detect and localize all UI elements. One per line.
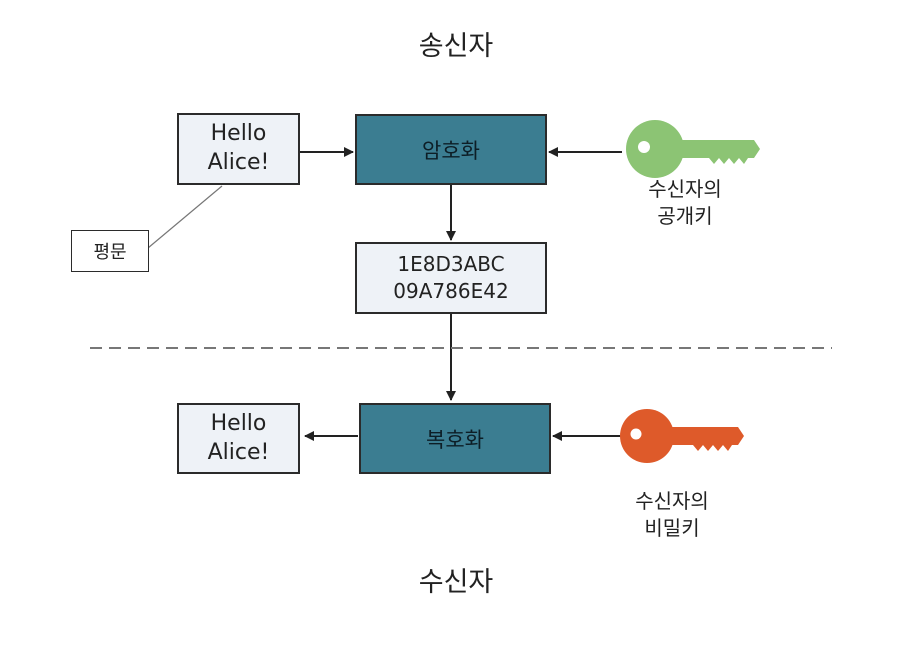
receiver-title: 수신자: [418, 567, 494, 598]
key-icon-private: [620, 409, 744, 463]
decrypt-box: 복호화: [359, 403, 551, 474]
plaintext-callout: 평문: [71, 230, 149, 272]
public-key-caption: 수신자의 공개키: [648, 177, 722, 228]
plaintext-box-top: Hello Alice!: [177, 113, 300, 185]
callout-leader: [147, 185, 223, 249]
ciphertext-box: 1E8D3ABC 09A786E42: [355, 242, 547, 314]
sender-title: 송신자: [418, 31, 494, 62]
encrypt-box: 암호화: [355, 114, 547, 185]
plaintext-box-bottom: Hello Alice!: [177, 403, 300, 474]
private-key-caption: 수신자의 비밀키: [635, 489, 709, 540]
key-icon-public: [626, 120, 760, 178]
